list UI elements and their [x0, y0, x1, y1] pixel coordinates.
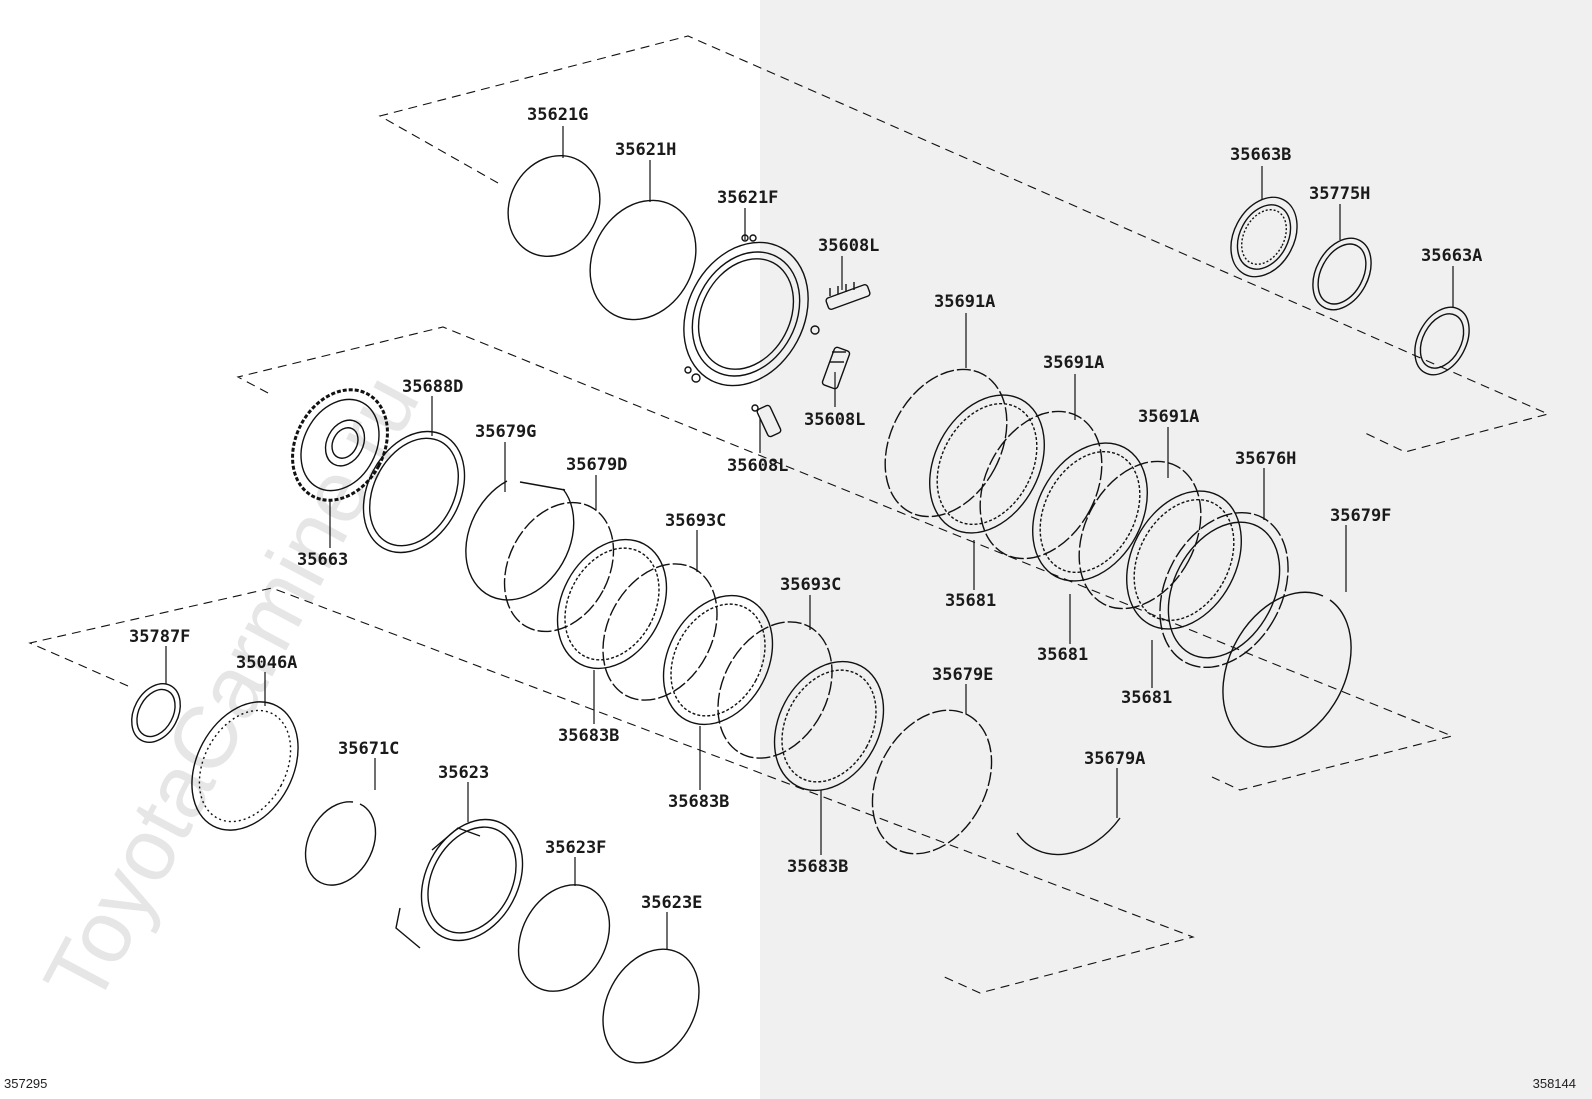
part-35681-disc-2	[1032, 442, 1148, 582]
label-35623E: 35623E	[641, 893, 702, 913]
label-35608L-middle: 35608L	[804, 410, 865, 430]
part-35663-gear	[291, 388, 389, 502]
part-35693C-plate-2	[717, 621, 833, 759]
part-35681-disc-3	[1126, 490, 1242, 630]
label-35683B-2: 35683B	[668, 792, 729, 812]
part-35663B-bearing	[1230, 196, 1298, 278]
part-35608L-spring-upper	[825, 282, 871, 311]
label-35663: 35663	[297, 550, 348, 570]
label-35671C: 35671C	[338, 739, 399, 759]
part-35691A-plate-3	[1078, 460, 1202, 610]
part-35787F-washer	[131, 683, 181, 743]
part-35676H-flange	[1159, 511, 1289, 669]
part-35691A-plate-1	[884, 368, 1008, 518]
label-35679D: 35679D	[566, 455, 627, 475]
label-35621G: 35621G	[527, 105, 588, 125]
label-35623F: 35623F	[545, 838, 606, 858]
background-left	[0, 0, 760, 1099]
part-35608L-spring-middle	[821, 346, 851, 390]
part-35621H-o-ring	[589, 199, 697, 321]
label-35683B-1: 35683B	[558, 726, 619, 746]
part-35623-piston	[395, 818, 524, 949]
leader-lines	[165, 126, 1454, 950]
label-35046A: 35046A	[236, 653, 297, 673]
part-35621G-o-ring	[507, 154, 601, 258]
label-35787F: 35787F	[129, 627, 190, 647]
label-35691A-3: 35691A	[1138, 407, 1199, 427]
label-35679A: 35679A	[1084, 749, 1145, 769]
watermark: ToyotaCarmine.ru	[24, 359, 437, 1019]
label-35621H: 35621H	[615, 140, 676, 160]
part-35693C-plate-1	[602, 563, 718, 701]
part-35688D-ring	[362, 430, 466, 554]
part-35679E-plate	[871, 709, 993, 855]
part-35691A-plate-2	[979, 410, 1103, 560]
label-35691A-2: 35691A	[1043, 353, 1104, 373]
part-labels: 35621G 35621H 35621F 35608L 35608L 35608…	[129, 105, 1482, 913]
label-35679F: 35679F	[1330, 506, 1391, 526]
label-35681-1: 35681	[945, 591, 996, 611]
label-35663B: 35663B	[1230, 145, 1291, 165]
label-35663A: 35663A	[1421, 246, 1482, 266]
label-35676H: 35676H	[1235, 449, 1296, 469]
part-35046A-plate	[191, 701, 299, 831]
part-35663A-bearing	[1414, 306, 1470, 376]
part-35623E-o-ring	[602, 948, 700, 1064]
label-35679E: 35679E	[932, 665, 993, 685]
part-35679G-snap-ring	[465, 480, 575, 601]
part-35621F-piston	[683, 234, 820, 387]
label-35775H: 35775H	[1309, 184, 1370, 204]
part-35683B-disc-3	[773, 660, 885, 792]
label-35691A-1: 35691A	[934, 292, 995, 312]
part-35679F-snap-ring	[1222, 591, 1352, 748]
part-35608L-spring-lower	[751, 404, 782, 438]
label-35681-2: 35681	[1037, 645, 1088, 665]
part-35679D-plate	[503, 501, 615, 633]
part-35683B-disc-2	[662, 594, 774, 726]
part-35623F-o-ring	[517, 884, 611, 992]
label-35681-3: 35681	[1121, 688, 1172, 708]
part-35679A-snap-ring	[1016, 817, 1121, 856]
part-35683B-disc-1	[556, 538, 668, 670]
label-35693C-2: 35693C	[780, 575, 841, 595]
label-35608L-lower: 35608L	[727, 456, 788, 476]
part-35671C-snap-ring	[304, 801, 377, 886]
label-35608L-upper: 35608L	[818, 236, 879, 256]
diagram-code-right: 358144	[1532, 1076, 1576, 1091]
background-right	[760, 0, 1592, 1099]
group-boundaries	[28, 35, 1550, 994]
label-35688D: 35688D	[402, 377, 463, 397]
label-35683B-3: 35683B	[787, 857, 848, 877]
label-35679G: 35679G	[475, 422, 536, 442]
diagram-code-left: 357295	[4, 1076, 48, 1091]
label-35693C-1: 35693C	[665, 511, 726, 531]
part-35681-disc-1	[929, 394, 1045, 534]
label-35623: 35623	[438, 763, 489, 783]
part-35775H-race	[1312, 237, 1372, 311]
label-35621F: 35621F	[717, 188, 778, 208]
